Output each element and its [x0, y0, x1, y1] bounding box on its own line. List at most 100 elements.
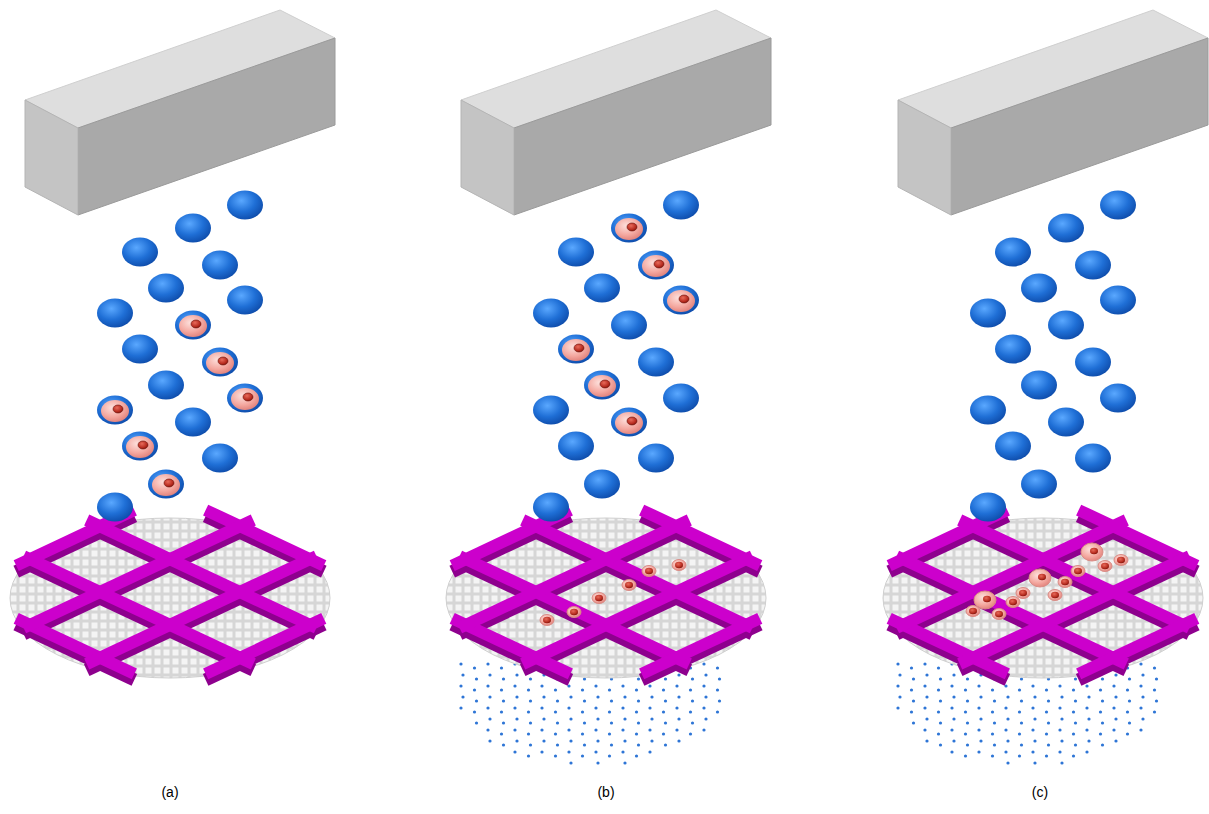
filtrate-dot [1006, 695, 1009, 698]
filtrate-dot [608, 732, 611, 735]
filtrate-dot [977, 684, 980, 687]
small-cell [1006, 597, 1020, 608]
encapsulated-cell [101, 400, 129, 422]
filtrate-dot [648, 728, 651, 731]
filtrate-dot [648, 706, 651, 709]
filtrate-dot [1060, 717, 1063, 720]
cell-droplet [663, 286, 699, 315]
filtrate-dot [1018, 754, 1021, 757]
filtrate-dot [513, 684, 516, 687]
filtrate-dot [1074, 699, 1077, 702]
filtrate-dot [979, 695, 982, 698]
cell-nucleus [679, 295, 689, 303]
filtrate-dot [502, 721, 505, 724]
filtrate-dot [910, 710, 913, 713]
filtrate-dot [937, 688, 940, 691]
filtrate-dot [540, 728, 543, 731]
filtrate-dot [1060, 739, 1063, 742]
empty-droplet [175, 214, 211, 243]
filtrate-dot [912, 721, 915, 724]
empty-droplet [1021, 274, 1057, 303]
filtrate-dot [475, 721, 478, 724]
filtrate-dot [583, 743, 586, 746]
filtrate-dot [475, 699, 478, 702]
filtrate-dot [1114, 739, 1117, 742]
filtrate-dot [596, 739, 599, 742]
filtrate-dot [610, 699, 613, 702]
filtrate-dot [923, 706, 926, 709]
trapped-cells [540, 560, 686, 626]
panel-illustration [10, 10, 335, 680]
filtrate-dot [675, 706, 678, 709]
empty-droplet [202, 251, 238, 280]
filtrate-dot [488, 695, 491, 698]
filtrate-dot [689, 688, 692, 691]
filtrate-dot [461, 673, 464, 676]
filtrate-dot [554, 754, 557, 757]
filtrate-dot [702, 662, 705, 665]
filtrate-dot [513, 750, 516, 753]
filtrate-dot [664, 721, 667, 724]
filtrate-dot [527, 710, 530, 713]
panel-label: (a) [161, 784, 178, 801]
filtrate-dot [1141, 695, 1144, 698]
filtrate-dot [1072, 754, 1075, 757]
filtrate-dot [1072, 688, 1075, 691]
filtrate-dot [554, 710, 557, 713]
filtrate-dot [515, 673, 518, 676]
panel-illustration [883, 10, 1208, 765]
filtrate-dot [1058, 706, 1061, 709]
bar-end [461, 100, 514, 215]
filtrate-dot [1033, 695, 1036, 698]
filtrate-dot [952, 739, 955, 742]
filtrate-dot [1045, 732, 1048, 735]
filtrate-dot [594, 684, 597, 687]
filtrate-dot [1033, 739, 1036, 742]
encapsulated-cell [562, 339, 590, 361]
filtrate-dot [623, 695, 626, 698]
encapsulated-cell [615, 218, 643, 240]
filtrate-dot [662, 688, 665, 691]
magenta-grid [889, 510, 1197, 680]
filtrate-dot [567, 728, 570, 731]
filtrate-dot [993, 721, 996, 724]
filtrate-dot [704, 673, 707, 676]
filtrate-dot [529, 677, 532, 680]
filtrate-dot [939, 743, 942, 746]
cell-nucleus [1061, 579, 1069, 585]
filtrate-dot [1004, 750, 1007, 753]
filtrate-dot [623, 717, 626, 720]
filtrate-dot [675, 684, 678, 687]
filtrate-dot [1139, 662, 1142, 665]
filtrate-dot [596, 695, 599, 698]
filtrate-dot [925, 695, 928, 698]
filtrate-dot [567, 750, 570, 753]
droplets [533, 191, 699, 522]
filtrate-dot [939, 721, 942, 724]
empty-droplet [97, 299, 133, 328]
filtrate-dot [691, 721, 694, 724]
filtrate-dot [542, 717, 545, 720]
filtrate-dot [1031, 684, 1034, 687]
filtrate-dot [500, 688, 503, 691]
filtrate-dot [1153, 666, 1156, 669]
droplet-shell [611, 408, 647, 437]
cell-droplet [148, 470, 184, 499]
cell-nucleus [1117, 557, 1125, 563]
filtrate-dot [937, 666, 940, 669]
filtrate-dot [1126, 710, 1129, 713]
filtrate-dot [529, 721, 532, 724]
filtrate-dot [912, 677, 915, 680]
filtrate-dot [664, 743, 667, 746]
filtrate-dot [540, 684, 543, 687]
filtrate-dot [1128, 699, 1131, 702]
filtrate-dot [569, 695, 572, 698]
empty-droplet [995, 432, 1031, 461]
cell-nucleus [600, 380, 610, 388]
filtrate-dot [979, 739, 982, 742]
empty-droplet [148, 371, 184, 400]
cell-nucleus [1009, 599, 1017, 605]
filtrate-dot [500, 732, 503, 735]
nozzle-bar [461, 10, 771, 215]
panel-label: (c) [1032, 784, 1048, 801]
